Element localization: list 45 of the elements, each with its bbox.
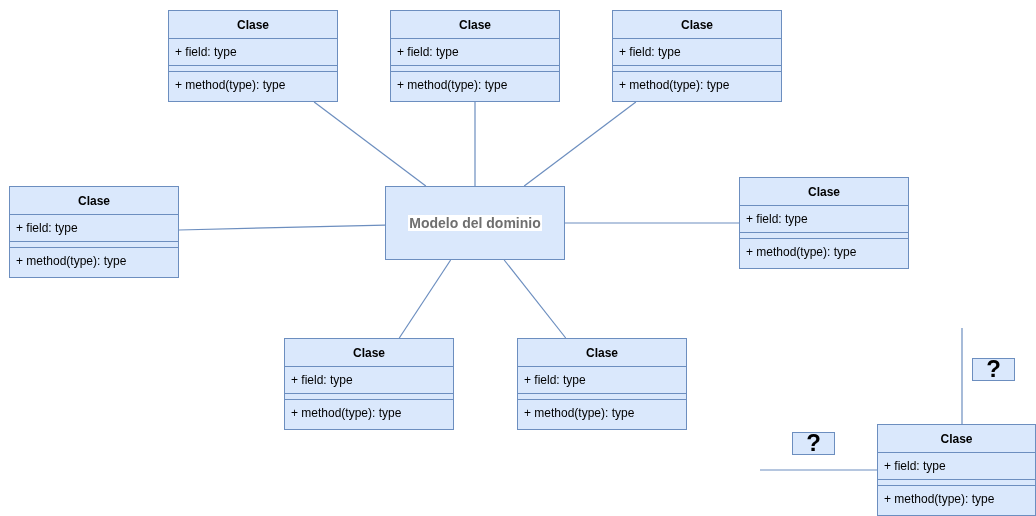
connector-line [474, 101, 476, 187]
class-name: Clase [808, 184, 840, 199]
connector-line [503, 259, 567, 339]
edge-label: ? [972, 358, 1015, 381]
class-box [168, 10, 338, 102]
connector-line [759, 469, 878, 471]
class-box [739, 177, 909, 269]
process-box [385, 186, 565, 260]
class-box [877, 424, 1036, 516]
field-text: + field: type [16, 221, 78, 235]
field-text: + field: type [291, 373, 353, 387]
field-text: + field: type [619, 45, 681, 59]
method-text: + method(type): type [397, 78, 508, 92]
field-text: + field: type [746, 212, 808, 226]
edge-label: ? [792, 432, 835, 455]
field-text: + field: type [175, 45, 237, 59]
box-label: Modelo del dominio [408, 215, 542, 231]
connector-line [178, 224, 386, 231]
method-text: + method(type): type [524, 406, 635, 420]
field-text: + field: type [884, 459, 946, 473]
class-name: Clase [940, 431, 973, 446]
class-box [390, 10, 560, 102]
connector-line [564, 222, 740, 224]
connector-line [398, 259, 452, 339]
class-name: Clase [78, 193, 110, 208]
class-name: Clase [586, 345, 618, 360]
class-box [612, 10, 782, 102]
connector-line [523, 101, 637, 187]
connector-line [961, 327, 963, 425]
method-text: + method(type): type [291, 406, 402, 420]
class-box [9, 186, 179, 278]
field-text: + field: type [397, 45, 459, 59]
method-text: + method(type): type [16, 254, 127, 268]
method-text: + method(type): type [175, 78, 286, 92]
method-text: + method(type): type [746, 245, 857, 259]
method-text: + method(type): type [619, 78, 730, 92]
class-name: Clase [459, 17, 491, 32]
class-name: Clase [237, 17, 269, 32]
class-box [517, 338, 687, 430]
class-name: Clase [681, 17, 713, 32]
method-text: + method(type): type [884, 492, 995, 506]
class-box [284, 338, 454, 430]
field-text: + field: type [524, 373, 586, 387]
connector-line [313, 101, 427, 187]
class-name: Clase [353, 345, 385, 360]
